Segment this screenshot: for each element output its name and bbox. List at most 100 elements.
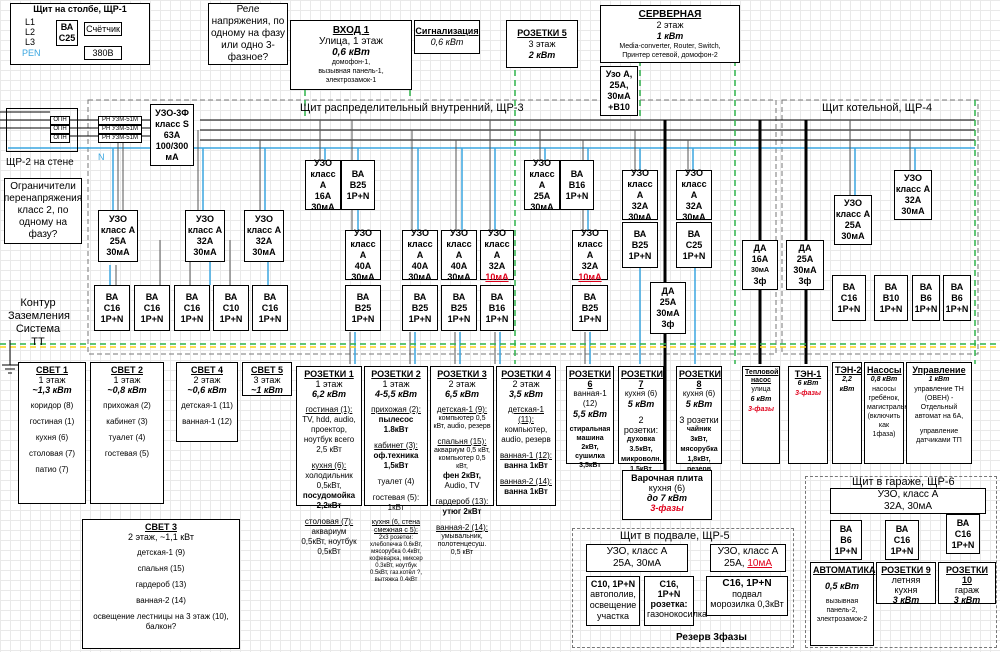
svet3-item-1: детская-1 (9) <box>137 548 185 557</box>
breaker-b25-3-l2: В25 <box>450 302 468 313</box>
main-rcd-l3: 63А <box>163 129 181 140</box>
pole-panel-title: Щит на столбе, ЩР-1 <box>33 4 127 14</box>
roz3-a2: компьютер 0,5 кВт, audio, резерв <box>433 415 491 430</box>
question-relay: Реле напряжения, по одному на фазу или о… <box>208 3 288 65</box>
roz6-block: РОЗЕТКИ 6 ванная-1 (12) 5,5 кВт стиральн… <box>566 366 614 469</box>
shch5-rcd-2-sens: 10мА <box>747 558 773 569</box>
opn-2-label: ОПН <box>53 126 67 132</box>
signal-title: Сигнализация <box>415 26 479 36</box>
roz6-power: 5,5 кВт <box>572 409 608 419</box>
breaker-c16-garage-2-l2: С16 <box>954 528 972 539</box>
ten2-power: 2,2 кВт <box>839 376 855 393</box>
rcd-8-l1: УЗО <box>487 227 507 238</box>
plita-room: кухня (6) <box>648 483 686 493</box>
roz4-c2: ванна 1кВт <box>504 487 548 496</box>
pumps-block: Насосы 0,8 кВт насосы гребёнок, магистра… <box>864 362 917 464</box>
opn-3-label: ОПН <box>53 135 67 141</box>
rcd-9-l1: УЗО <box>532 157 552 168</box>
roz4-a1: детская-1 (11): <box>508 405 544 424</box>
svet2-block: СВЕТ 2 1 этаж ~0,8 кВт прихожая (2) каби… <box>90 362 164 504</box>
breaker-b25-1-l1: ВА <box>356 291 370 302</box>
shch5-rcd-2-l2: 25А, 10мА <box>724 558 772 570</box>
opn-1-label: ОПН <box>53 117 67 123</box>
rcd-4-l3: 16А <box>314 190 332 201</box>
main-rcd: УЗО-3Ф класс S 63А 100/300 мА <box>150 104 194 166</box>
shch6-frame <box>805 476 997 648</box>
rcd-2-l4: 30мА <box>193 247 217 257</box>
pole-breaker-rating: С25 <box>58 33 76 43</box>
rcd-12-l3: 32А <box>685 200 703 211</box>
diff-breaker-ten-l1: ДА <box>798 243 812 253</box>
roz1-floor: 1 этаж <box>315 379 343 389</box>
roz6-a1: стиральная машина 2кВт, сушилка 3,5кВт <box>569 426 611 469</box>
breaker-c16-garage-1-l1: ВА <box>895 523 909 534</box>
c10-block: С10, 1Р+N автополив, освещение участка <box>586 576 640 626</box>
breaker-c25-l3: 1Р+N <box>682 250 706 261</box>
server-d2: Принтер сетевой, домофон-2 <box>622 51 718 59</box>
vhod1-line1: Улица, 1 этаж <box>319 36 383 47</box>
phase-l1-label: L1 <box>25 17 36 27</box>
breaker-b25-4-l1: ВА <box>583 291 597 302</box>
rcd-7-l3: 40А <box>450 260 468 271</box>
breaker-b16-roz5-l1: ВА <box>570 168 584 179</box>
roz9-power: 3 кВт <box>892 595 920 605</box>
breaker-c25-l1: ВА <box>687 228 701 239</box>
roz4-c1: ванная-2 (14): <box>499 477 552 486</box>
c16p-title: С16, 1Р+N <box>722 578 772 589</box>
rcd-server-l3: 30мА <box>607 91 631 101</box>
diff-breaker-nasos-l3: 30мА <box>750 267 770 274</box>
shch6-rcd: УЗО, класс А 32А, 30мА <box>830 488 986 514</box>
svet3-item-2: спальня (15) <box>137 564 185 573</box>
contour-l1: Контур <box>20 297 56 309</box>
rcd-13-l3: 25А <box>844 220 862 230</box>
breaker-c10-l3: 1Р+N <box>219 313 243 324</box>
roz4-b1: ванная-1 (12): <box>499 451 552 460</box>
shch6-rcd-l1: УЗО, класс А <box>877 489 939 500</box>
svet4-item-2: ванная-1 (12) <box>182 417 232 426</box>
roz3-title: РОЗЕТКИ 3 <box>437 369 487 379</box>
roz3-floor: 2 этаж <box>448 379 476 389</box>
breaker-b6-2-l2: В6 <box>951 292 963 303</box>
breaker-c16-3-l2: С16 <box>183 302 201 313</box>
shch5-rcd-1: УЗО, класс А 25А, 30мА <box>586 544 688 572</box>
breaker-c16-4-l1: ВА <box>263 291 277 302</box>
breaker-b25-3-l1: ВА <box>452 291 466 302</box>
breaker-b16-roz5-l2: В16 <box>568 179 586 190</box>
diff-breaker-nasos-l1: ДА <box>753 243 767 253</box>
shch5-rcd-1-l1: УЗО, класс А <box>606 546 668 557</box>
roz4-power: 3,5 кВт <box>508 389 544 399</box>
contour-l3: Система ТТ <box>15 323 61 348</box>
rcd-1-l1: УЗО <box>108 214 128 224</box>
breaker-b6-garage-l2: В6 <box>840 534 852 545</box>
breaker-b25-5-l2: В25 <box>631 239 649 250</box>
roz2-d1: гостевая (5): <box>372 493 420 502</box>
vhod1-panel: ВХОД 1 Улица, 1 этаж 0,6 кВт домофон-1, … <box>290 20 412 90</box>
relay-3-label: РН УЗМ-51М <box>102 135 138 141</box>
roz8-a3: резерв <box>679 465 719 475</box>
rcd-3-l1: УЗО <box>254 214 274 224</box>
c16p-desc-1: подвал <box>732 589 762 599</box>
breaker-c16-garage-1-l2: С16 <box>893 534 911 545</box>
roz2-e2: 2х3 розетки: хлебопечка 0.6кВт, мясорубк… <box>369 535 423 583</box>
breaker-c16-4-l3: 1Р+N <box>258 313 282 324</box>
c16r-title: С16, 1Р+N <box>657 579 681 599</box>
pe-dashed-lines <box>304 20 976 364</box>
breaker-b25-3-l3: 1Р+N <box>447 313 471 324</box>
breaker-c16-4-l2: С16 <box>261 302 279 313</box>
svet4-title: СВЕТ 4 <box>190 365 223 375</box>
rcd-5-l4: 30мА <box>351 271 375 282</box>
svet2-floor: 1 этаж <box>113 375 141 385</box>
rcd-6-l1: УЗО <box>410 227 430 238</box>
breaker-b6-garage-l3: 1Р+N <box>834 545 858 556</box>
breaker-b25-vhod-l2: В25 <box>349 179 367 190</box>
c16r-desc-1: розетка: <box>650 599 688 609</box>
rcd-8-l3: 32А <box>488 260 506 271</box>
control-block: Управление 1 кВт управление ТН (ОВЕН) - … <box>906 362 972 464</box>
control-desc-1: управление ТН (ОВЕН) - Отдельный автомат… <box>914 386 964 420</box>
diff-breaker-nasos-l4: 3ф <box>753 276 767 286</box>
